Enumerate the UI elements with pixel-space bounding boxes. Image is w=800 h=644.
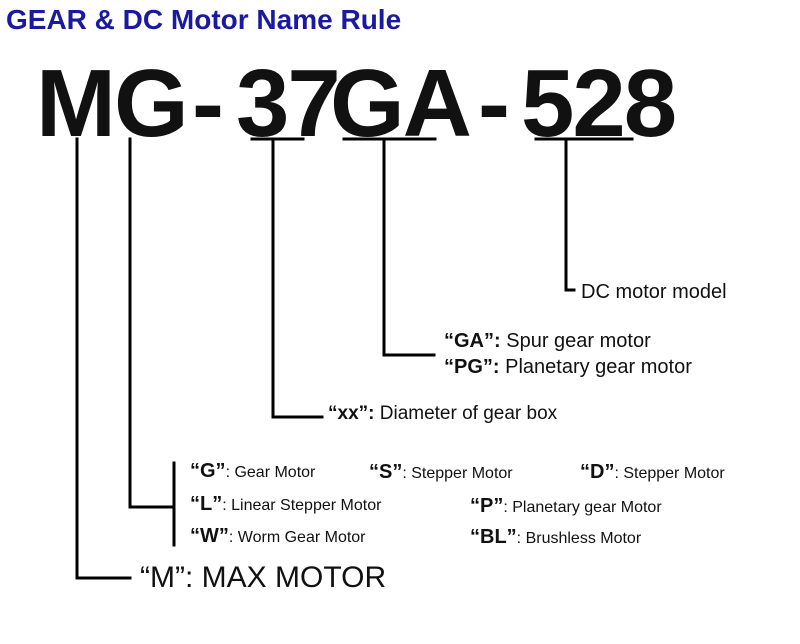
desc-type-p: “P”: Planetary gear Motor — [470, 496, 662, 516]
page-title: GEAR & DC Motor Name Rule — [6, 4, 402, 35]
desc-type-d: “D”: Stepper Motor — [580, 462, 725, 482]
desc-type-s: “S”: Stepper Motor — [369, 462, 513, 482]
code-model: 528 — [521, 50, 677, 157]
desc-planetary-text: Planetary gear motor — [499, 356, 692, 378]
desc-type-w-key: “W” — [190, 525, 229, 547]
desc-type-bl-text: : Brushless Motor — [516, 530, 642, 547]
code-prefix: MG — [36, 50, 189, 157]
desc-type-bl: “BL”: Brushless Motor — [470, 527, 641, 547]
desc-type-bl-key: “BL” — [470, 526, 517, 548]
desc-type-d-key: “D” — [580, 461, 615, 483]
desc-type-g-key: “G” — [190, 460, 226, 482]
code-dash-2: - — [478, 50, 510, 157]
desc-type-d-text: : Stepper Motor — [614, 465, 725, 482]
desc-type-p-text: : Planetary gear Motor — [503, 499, 662, 516]
desc-model: DC motor model — [581, 281, 727, 303]
desc-type-w-text: : Worm Gear Motor — [228, 529, 366, 546]
desc-planetary: “PG”: Planetary gear motor — [444, 357, 692, 377]
desc-maker-key: “M” — [140, 561, 185, 594]
connector-diameter — [271, 137, 324, 419]
desc-diameter: “xx”: Diameter of gear box — [328, 404, 557, 423]
desc-planetary-key: “PG”: — [444, 356, 500, 378]
desc-type-g-text: : Gear Motor — [225, 464, 316, 481]
connector-maker — [75, 137, 132, 580]
desc-type-s-text: : Stepper Motor — [402, 465, 513, 482]
code-dash-1: - — [192, 50, 224, 157]
connector-gear-type — [382, 137, 436, 357]
desc-type-l: “L”: Linear Stepper Motor — [190, 494, 381, 514]
connector-model — [564, 137, 576, 292]
code-gear-type: GA — [330, 50, 472, 157]
desc-type-g: “G”: Gear Motor — [190, 461, 315, 481]
desc-type-w: “W”: Worm Gear Motor — [190, 526, 366, 546]
code-diameter: 37 — [236, 50, 341, 157]
connector-type — [128, 137, 176, 509]
desc-type-l-text: : Linear Stepper Motor — [222, 497, 382, 514]
desc-maker-text: : MAX MOTOR — [184, 561, 387, 594]
desc-spur-text: Spur gear motor — [500, 330, 651, 352]
desc-type-l-key: “L” — [190, 493, 223, 515]
desc-maker: “M”: MAX MOTOR — [140, 563, 386, 593]
desc-type-p-key: “P” — [470, 495, 504, 517]
desc-diameter-text: Diameter of gear box — [374, 403, 558, 424]
desc-spur-key: “GA”: — [444, 330, 501, 352]
desc-diameter-key: “xx”: — [328, 403, 375, 424]
desc-spur: “GA”: Spur gear motor — [444, 331, 651, 351]
desc-type-s-key: “S” — [369, 461, 403, 483]
